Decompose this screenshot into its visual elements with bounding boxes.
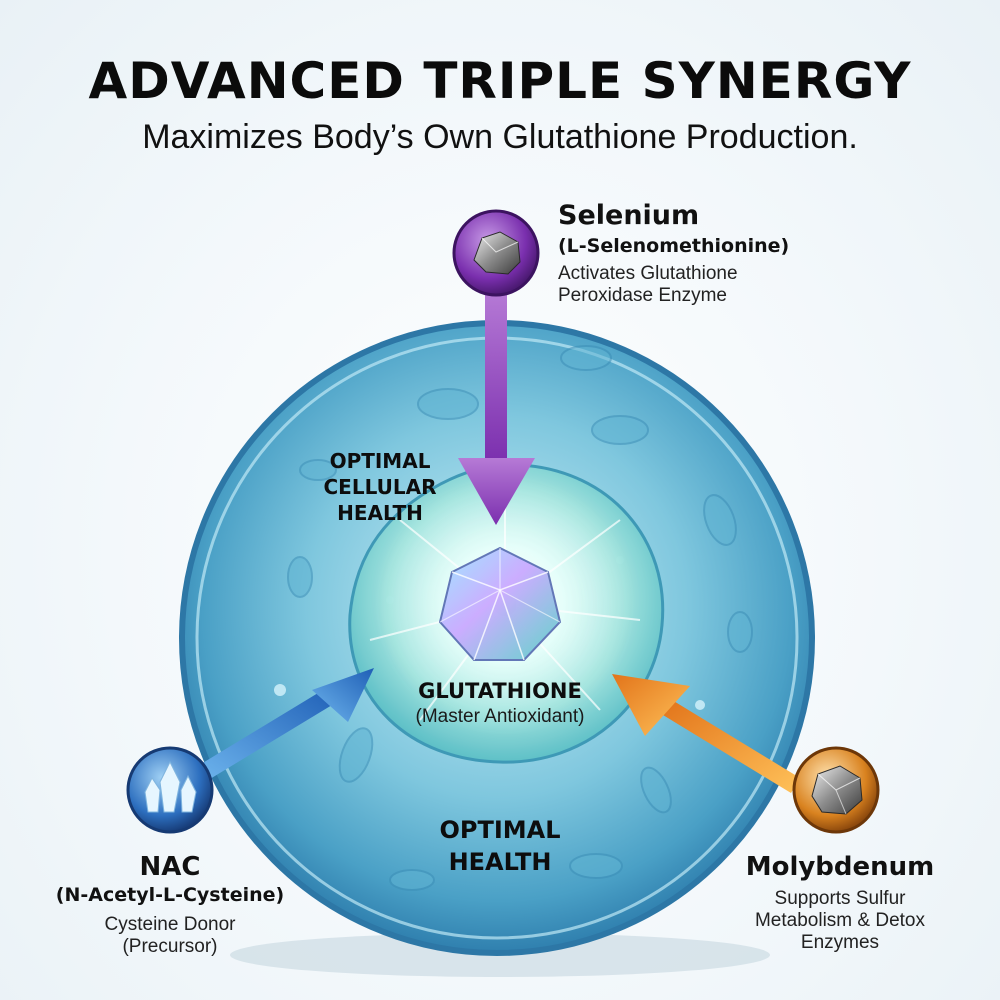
glutathione-gem-icon [438,546,562,661]
molybdenum-arrow [612,674,800,793]
label-line: HEALTH [337,501,423,525]
crystal-icon [144,760,197,813]
nac-form: (N-Acetyl-L-Cysteine) [55,884,285,906]
selenium-arrow [458,290,535,525]
label-line: CELLULAR [323,475,437,499]
desc-line: (Precursor) [122,936,218,957]
selenium-form: (L-Selenomethionine) [558,235,790,257]
desc-line: Metabolism & Detox [754,910,925,931]
glutathione-subtitle: (Master Antioxidant) [415,706,585,727]
desc-line: Peroxidase Enzyme [558,285,727,306]
desc-line: Activates Glutathione [558,263,738,284]
molybdenum-name: Molybdenum [745,852,935,882]
desc-line: Supports Sulfur [774,888,906,909]
page-title: ADVANCED TRIPLE SYNERGY [88,52,912,110]
selenium-node [452,209,540,297]
nac-description: Cysteine Donor (Precursor) [40,914,300,958]
label-line: OPTIMAL [329,449,431,473]
molybdenum-node [792,746,880,834]
selenium-text: Selenium (L-Selenomethionine) Activates … [558,200,898,307]
optimal-cellular-health-label: OPTIMAL CELLULAR HEALTH [300,448,460,526]
selenium-description: Activates Glutathione Peroxidase Enzyme [558,263,898,307]
glutathione-title: GLUTATHIONE [418,679,582,703]
molybdenum-description: Supports Sulfur Metabolism & Detox Enzym… [715,888,965,954]
cell-illustration [179,320,815,956]
label-line: HEALTH [448,848,552,876]
page-subtitle: Maximizes Body’s Own Glutathione Product… [142,118,858,156]
mineral-rock-icon [473,231,521,275]
molybdenum-text: Molybdenum Supports Sulfur Metabolism & … [715,852,965,954]
glutathione-label: GLUTATHIONE (Master Antioxidant) [380,678,620,728]
selenium-name: Selenium [558,200,700,231]
optimal-health-label: OPTIMAL HEALTH [400,814,600,878]
desc-line: Enzymes [800,932,880,953]
nac-name: NAC [139,852,201,882]
nac-node [126,746,214,834]
label-line: OPTIMAL [439,816,561,844]
nac-text: NAC (N-Acetyl-L-Cysteine) Cysteine Donor… [40,852,300,958]
metal-nugget-icon [811,765,863,815]
nac-arrow [196,668,374,782]
desc-line: Cysteine Donor [104,914,236,935]
